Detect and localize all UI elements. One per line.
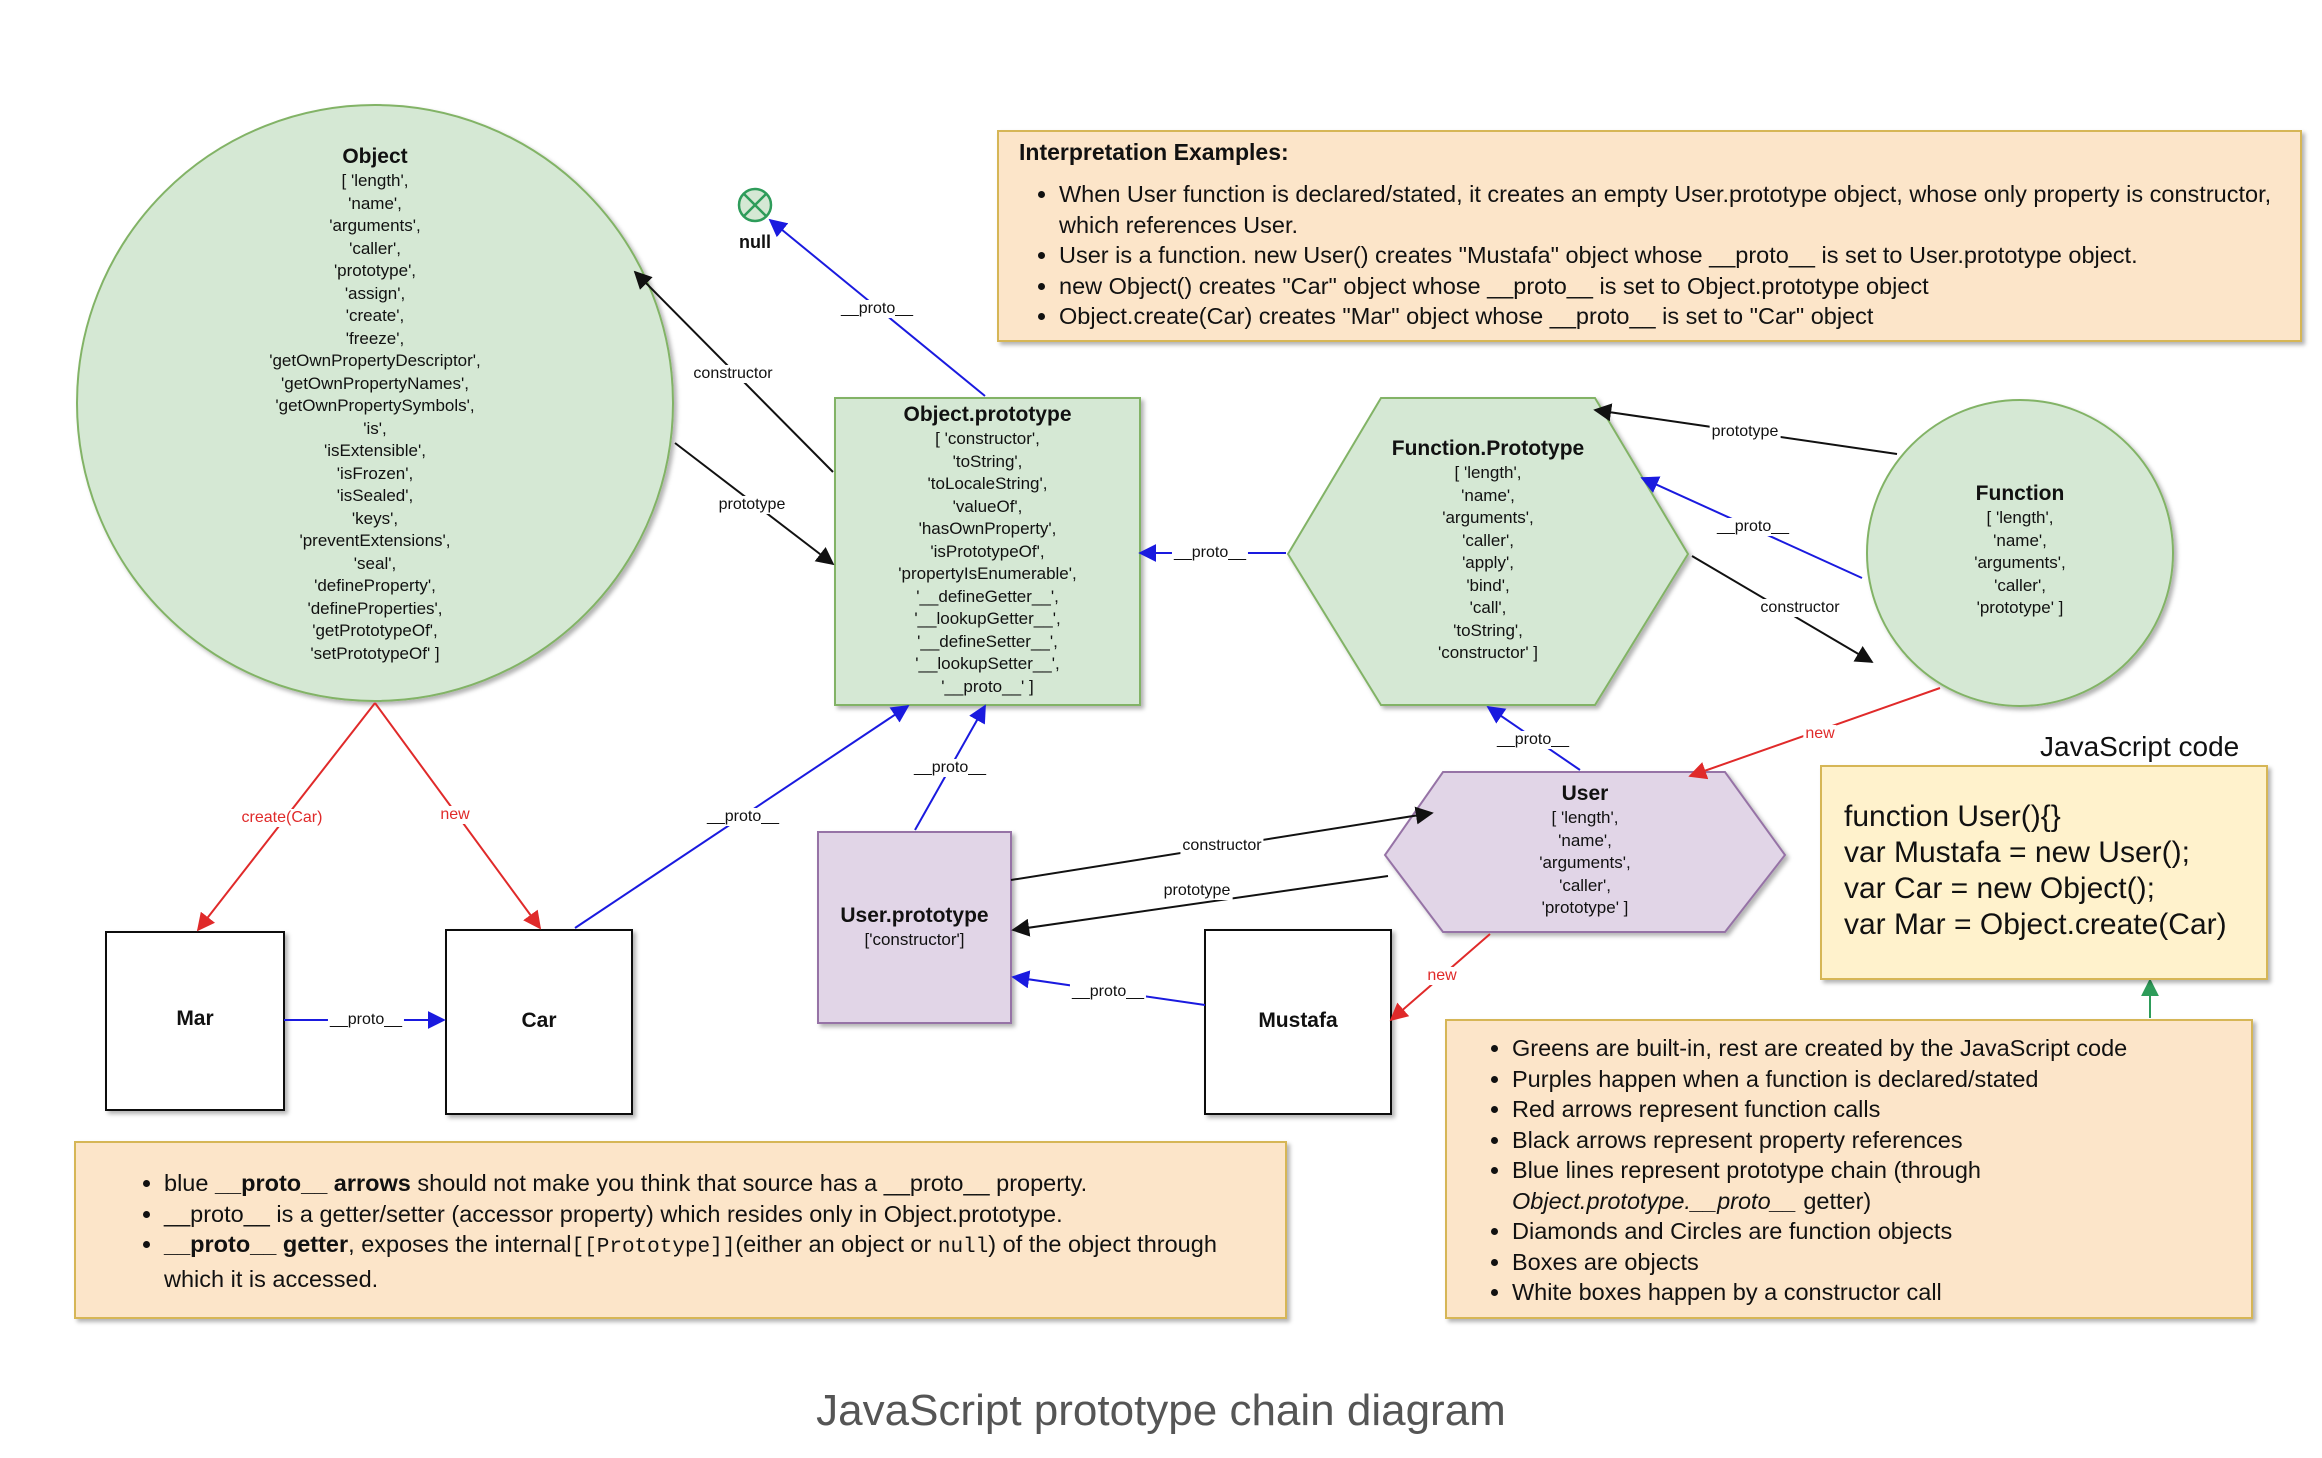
user-prototype-title: User.prototype (840, 904, 989, 927)
proto-note-code: null (937, 1236, 989, 1259)
interpretation-heading: Interpretation Examples: (1019, 139, 1289, 165)
edge-label-function-proto: __proto__ (1714, 518, 1792, 536)
legend-item: White boxes happen by a constructor call (1512, 1277, 2241, 1308)
edge-label-mustafa-proto: __proto__ (1069, 983, 1147, 1001)
edge-label-user-new: new (1425, 967, 1459, 985)
function-prototype-node-text: Function.Prototype [ 'length', 'name', '… (1338, 436, 1638, 665)
function-prototype-hexagon (1286, 397, 1690, 706)
edge-label-objproto-null: __proto__ (838, 300, 916, 318)
mustafa-box (1204, 929, 1392, 1115)
code-line: var Mar = Object.create(Car) (1844, 908, 2227, 941)
proto-note-bold: __proto__ getter (164, 1231, 349, 1257)
function-node-text: Function [ 'length', 'name', 'arguments'… (1900, 481, 2140, 620)
legend-list: Greens are built-in, rest are created by… (1472, 1033, 2241, 1308)
code-line: function User(){} (1844, 800, 2061, 833)
proto-note-text: should not make you think that source ha… (410, 1170, 1088, 1196)
proto-note: blue __proto__ arrows should not make yo… (74, 1141, 1287, 1319)
user-prototype-node-text: User.prototype ['constructor'] (818, 903, 1011, 952)
code-line: var Mustafa = new User(); (1844, 836, 2190, 869)
object-prototype-title: Object.prototype (903, 403, 1072, 426)
legend-text: Blue lines represent prototype chain (th… (1512, 1157, 1981, 1183)
caption: JavaScript prototype chain diagram (816, 1386, 1506, 1435)
function-title: Function (1975, 482, 2065, 505)
edge-label-mar-proto: __proto__ (327, 1011, 405, 1029)
edge-label-car-proto: __proto__ (704, 808, 782, 826)
legend-item: Red arrows represent function calls (1512, 1094, 2241, 1125)
user-node-text: User [ 'length', 'name', 'arguments', 'c… (1465, 781, 1705, 920)
edge-label-user-proto: __proto__ (1494, 731, 1572, 749)
null-label: null (739, 232, 771, 252)
legend-item: Blue lines represent prototype chain (th… (1512, 1155, 2241, 1216)
user-prototype-box (817, 831, 1012, 1024)
object-prototype-box (834, 397, 1141, 706)
proto-note-code: [[Prototype]] (571, 1236, 736, 1259)
proto-note-bold: __proto__ arrows (214, 1170, 411, 1196)
proto-note-text: , exposes the internal (348, 1231, 572, 1257)
code-heading: JavaScript code (2040, 731, 2240, 762)
legend-item: Black arrows represent property referenc… (1512, 1125, 2241, 1156)
proto-note-item: __proto__ getter, exposes the internal[[… (164, 1229, 1265, 1294)
edge-label-function-constructor: constructor (1758, 599, 1842, 617)
null-terminator-icon (737, 187, 773, 223)
edge-label-object-prototype: prototype (716, 496, 788, 514)
legend-item: Diamonds and Circles are function object… (1512, 1216, 2241, 1247)
interpretation-item: new Object() creates "Car" object whose … (1059, 271, 2282, 302)
edge-label-user-prototype: prototype (1161, 882, 1233, 900)
legend-note: Greens are built-in, rest are created by… (1445, 1019, 2253, 1319)
object-title: Object (342, 145, 408, 168)
interpretation-item: When User function is declared/stated, i… (1059, 179, 2282, 240)
interpretation-list: When User function is declared/stated, i… (1019, 179, 2282, 332)
mar-box (105, 931, 285, 1111)
user-hexagon (1383, 771, 1787, 933)
edge-label-funcproto-objproto: __proto__ (1171, 544, 1249, 562)
object-node-text: Object [ 'length', 'name', 'arguments', … (175, 144, 575, 665)
object-prototype-props: [ 'constructor', 'toString', 'toLocaleSt… (898, 429, 1077, 696)
user-title: User (1561, 782, 1609, 805)
edge-label-user-constructor: constructor (1180, 837, 1264, 855)
user-prototype-props: ['constructor'] (864, 930, 965, 949)
interpretation-note: Interpretation Examples: When User funct… (997, 130, 2302, 342)
code-box: function User(){} var Mustafa = new User… (1820, 765, 2268, 980)
object-prototype-node-text: Object.prototype [ 'constructor', 'toStr… (835, 402, 1140, 698)
edge-label-object-constructor: constructor (691, 365, 775, 383)
proto-note-list: blue __proto__ arrows should not make yo… (132, 1168, 1265, 1294)
interpretation-item: User is a function. new User() creates "… (1059, 240, 2282, 271)
proto-note-text: (either an object or (735, 1231, 938, 1257)
edge-label-userproto-proto: __proto__ (911, 759, 989, 777)
edge-label-function-new: new (1803, 725, 1837, 743)
proto-note-text: blue (164, 1170, 215, 1196)
edge-label-object-new: new (438, 806, 472, 824)
proto-note-text: ) of the object through which it is acce… (164, 1231, 1217, 1292)
interpretation-item: Object.create(Car) creates "Mar" object … (1059, 301, 2282, 332)
legend-italic: Object.prototype.__proto__ (1512, 1187, 1797, 1214)
function-prototype-title: Function.Prototype (1391, 437, 1585, 460)
function-prototype-props: [ 'length', 'name', 'arguments', 'caller… (1437, 463, 1539, 662)
user-prototype-arrow (1011, 875, 1389, 937)
user-props: [ 'length', 'name', 'arguments', 'caller… (1539, 808, 1631, 917)
mar-label: Mar (176, 1007, 214, 1030)
legend-item: Greens are built-in, rest are created by… (1512, 1033, 2241, 1064)
legend-text: getter) (1796, 1187, 1872, 1214)
function-circle (1866, 399, 2174, 707)
legend-item: Purples happen when a function is declar… (1512, 1064, 2241, 1095)
code-line: var Car = new Object(); (1844, 872, 2155, 905)
edge-label-function-prototype: prototype (1709, 423, 1781, 441)
legend-item: Boxes are objects (1512, 1247, 2241, 1278)
edge-label-create-car: create(Car) (239, 809, 325, 827)
function-props: [ 'length', 'name', 'arguments', 'caller… (1974, 508, 2066, 617)
object-props: [ 'length', 'name', 'arguments', 'caller… (269, 171, 481, 663)
car-label: Car (521, 1009, 557, 1032)
proto-note-item: __proto__ is a getter/setter (accessor p… (164, 1199, 1265, 1230)
proto-note-item: blue __proto__ arrows should not make yo… (164, 1168, 1265, 1199)
object-circle (76, 104, 674, 702)
mustafa-label: Mustafa (1258, 1009, 1338, 1032)
car-box (445, 929, 633, 1115)
